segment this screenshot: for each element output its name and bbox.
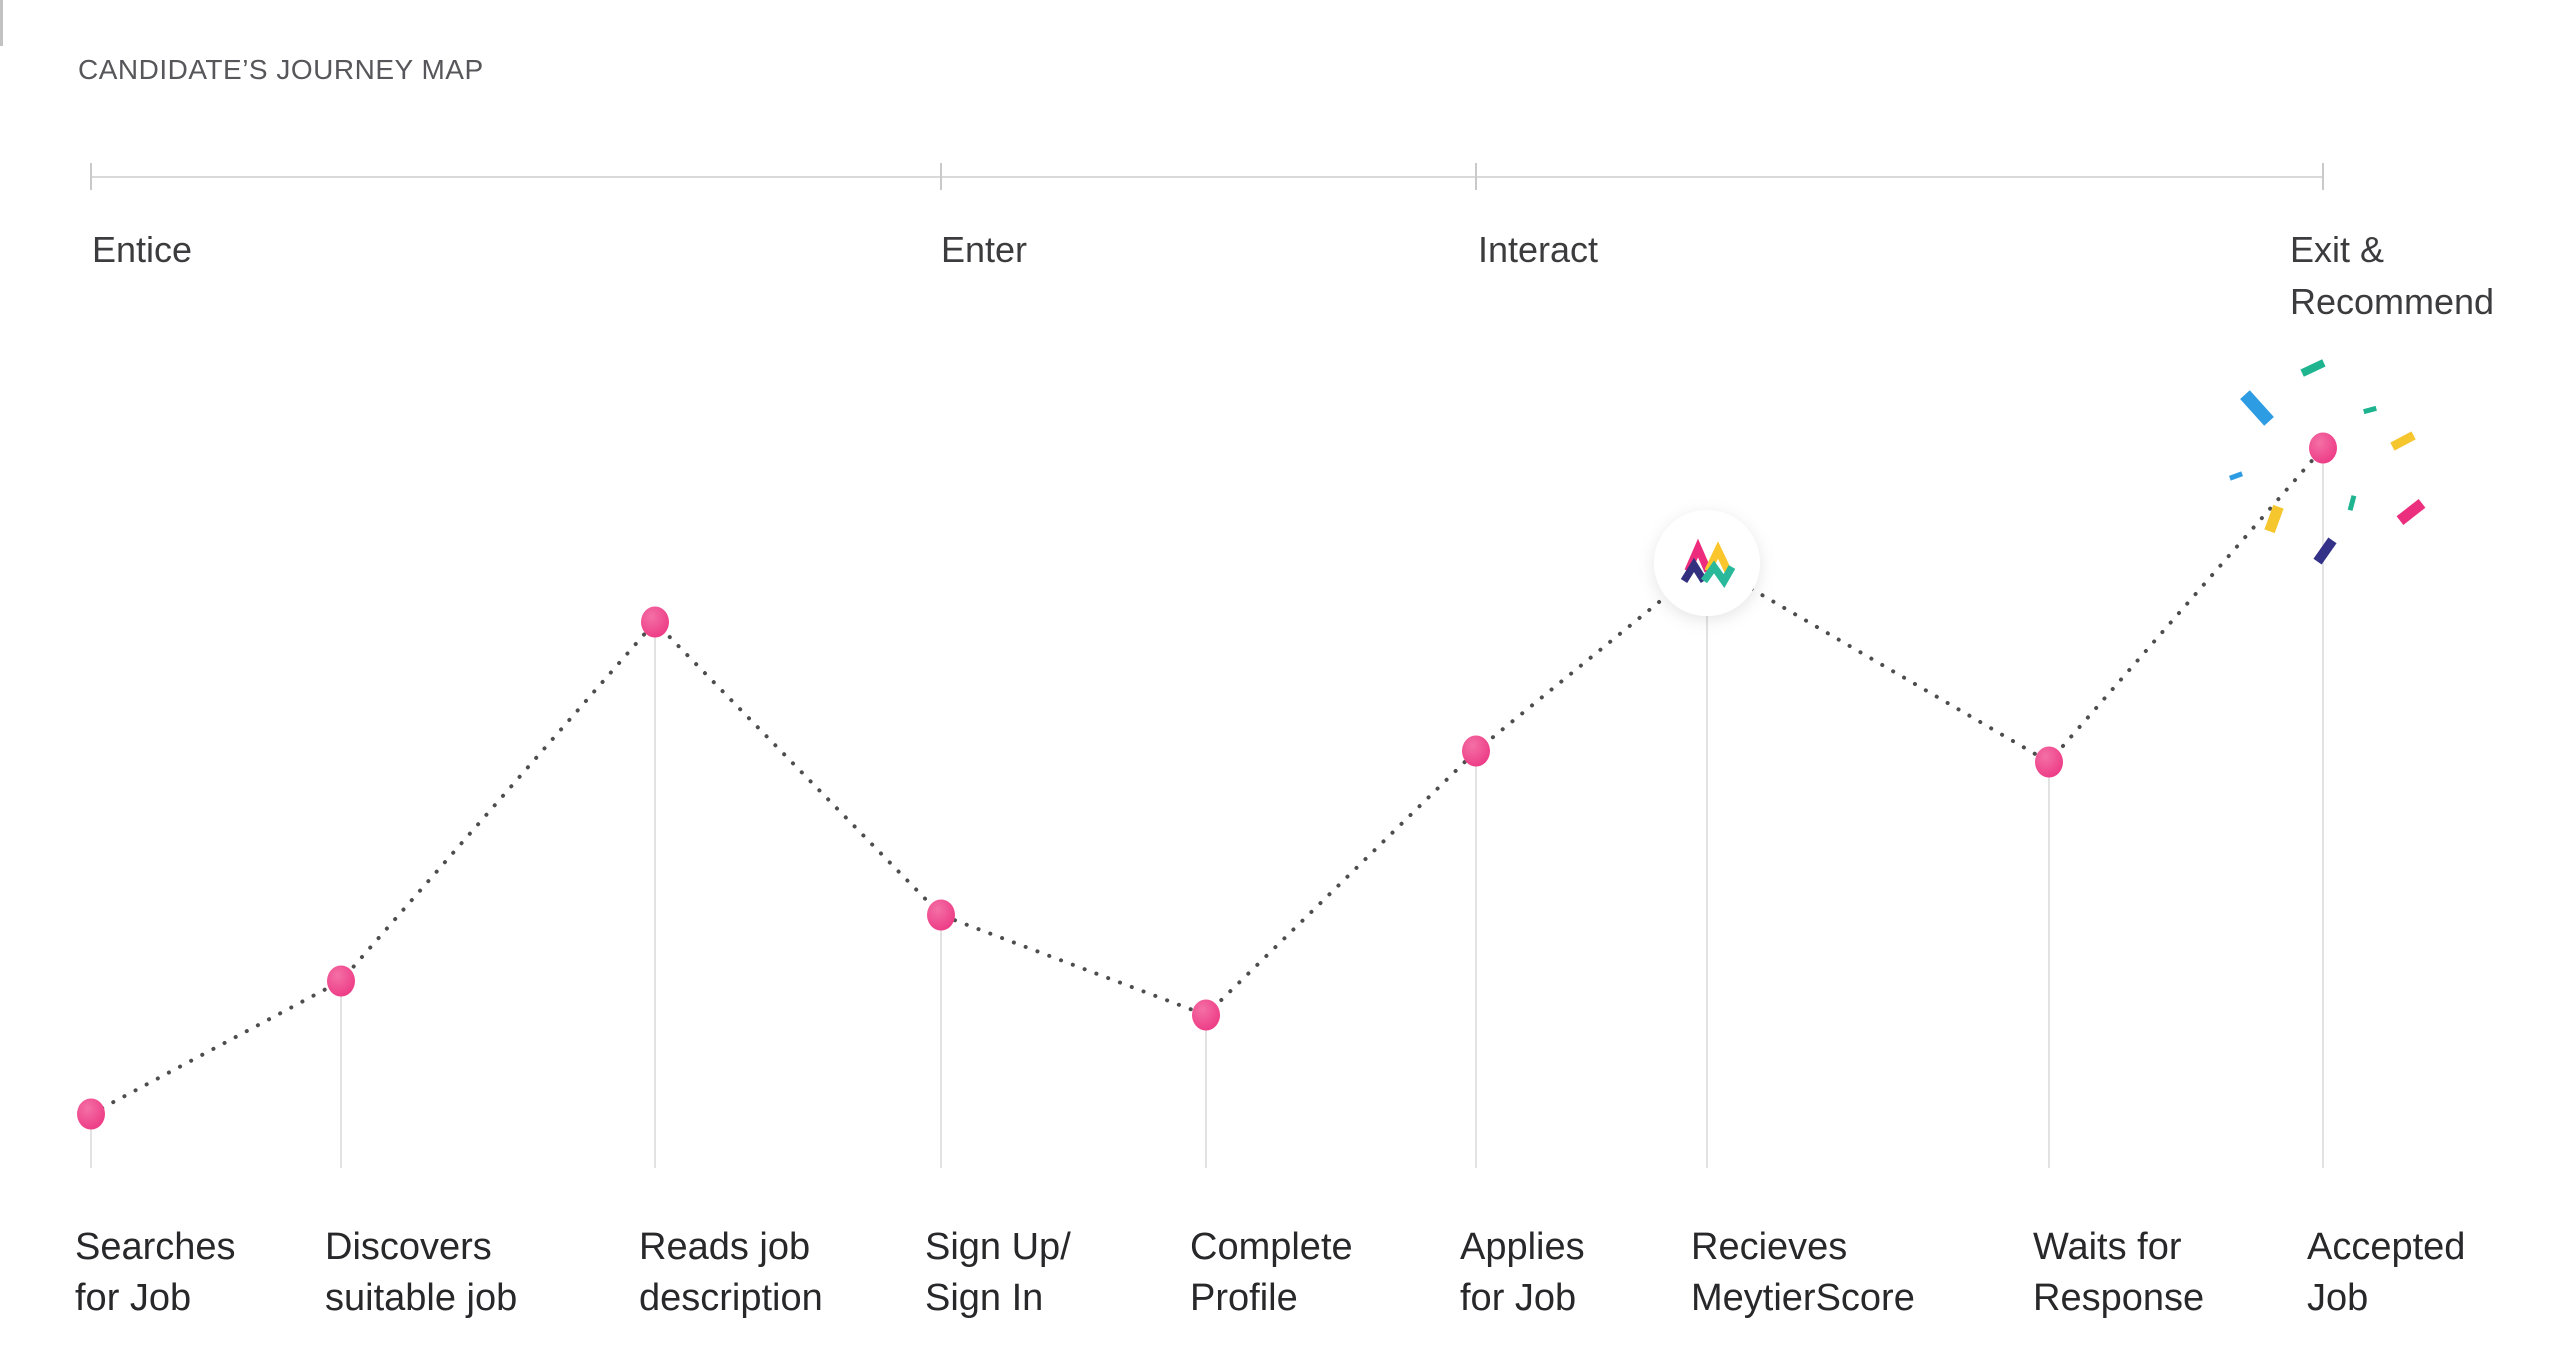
step-label-recieves-meytierscore: Recieves MeytierScore	[1691, 1222, 1915, 1324]
phase-label-entice: Entice	[92, 229, 193, 270]
step-label-accepted-job: Accepted Job	[2307, 1222, 2465, 1324]
meytier-logo-stroke-teal	[1700, 560, 1736, 588]
phase-label-exit-recommend: Exit & Recommend	[2290, 229, 2495, 322]
confetti-decoration	[2229, 359, 2426, 565]
journey-dot-complete-profile	[1192, 999, 1220, 1031]
step-stems	[90, 448, 2324, 1168]
step-label-line: Sign In	[925, 1277, 1044, 1319]
journey-dot-searches-for-job	[77, 1098, 105, 1130]
journey-dotted-path	[89, 446, 2325, 1116]
confetti-piece	[2390, 431, 2416, 451]
step-label-line: Applies	[1460, 1226, 1585, 1268]
confetti-piece	[2396, 499, 2426, 525]
meytier-logo-stroke-navy	[1680, 557, 1708, 583]
step-label-line: Response	[2033, 1277, 2205, 1319]
step-label-line: Searches	[75, 1226, 236, 1268]
step-label-applies-for-job: Applies for Job	[1460, 1222, 1585, 1324]
phase-timeline	[90, 163, 2324, 190]
step-label-line: description	[639, 1277, 823, 1319]
page-title: CANDIDATE’S JOURNEY MAP	[78, 54, 484, 85]
journey-dots	[77, 432, 2337, 1130]
step-label-line: for Job	[75, 1277, 192, 1319]
step-label-reads-job-description: Reads job description	[639, 1222, 823, 1324]
step-label-line: Accepted	[2307, 1226, 2466, 1268]
step-label-line: Discovers	[325, 1226, 492, 1268]
meytier-logo-mark	[1680, 538, 1736, 588]
journey-dot-reads-job-description	[641, 606, 669, 638]
journey-dot-waits-for-response	[2035, 746, 2063, 778]
step-label-searches-for-job: Searches for Job	[75, 1222, 236, 1324]
step-label-line: Sign Up/	[925, 1226, 1071, 1268]
confetti-piece	[2264, 504, 2284, 534]
step-label-line: Profile	[1190, 1277, 1298, 1319]
confetti-piece	[2313, 537, 2337, 565]
step-label-line: Reads job	[639, 1226, 811, 1268]
confetti-piece	[2229, 471, 2243, 481]
journey-dot-applies-for-job	[1462, 735, 1490, 767]
meytier-logo	[1654, 510, 1760, 616]
phase-label-enter: Enter	[941, 229, 1028, 270]
step-label-waits-for-response: Waits for Response	[2033, 1222, 2204, 1324]
step-label-line: Recieves	[1691, 1226, 1848, 1268]
confetti-piece	[2363, 405, 2377, 415]
step-label-line: Job	[2307, 1277, 2369, 1319]
journey-dot-accepted-job	[2309, 432, 2337, 464]
step-label-line: for Job	[1460, 1277, 1577, 1319]
confetti-piece	[2347, 495, 2357, 511]
meytier-logo-stroke-yellow	[1704, 541, 1732, 573]
step-label-line: Waits for	[2033, 1226, 2182, 1268]
journey-dot-sign-up-sign-in	[927, 899, 955, 931]
step-label-line: MeytierScore	[1691, 1277, 1915, 1319]
step-label-line: suitable job	[325, 1277, 518, 1319]
phase-label-interact: Interact	[1478, 229, 1599, 270]
step-label-complete-profile: Complete Profile	[1190, 1222, 1353, 1324]
step-label-discovers-suitable-job: Discovers suitable job	[325, 1222, 517, 1324]
journey-dot-discovers-suitable-job	[327, 965, 355, 997]
confetti-piece	[2240, 390, 2274, 426]
step-label-line: Complete	[1190, 1226, 1353, 1268]
step-label-sign-up-sign-in: Sign Up/ Sign In	[925, 1222, 1071, 1324]
screen-edge-artifact	[0, 0, 3, 46]
confetti-piece	[2300, 359, 2326, 377]
